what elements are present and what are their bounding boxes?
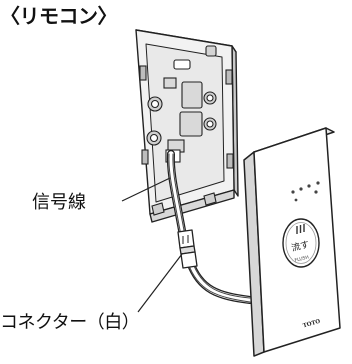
flush-button: [282, 218, 320, 268]
brand-logo: TOTO: [302, 319, 321, 330]
signal-wire-label: 信号線: [32, 192, 86, 213]
flush-level-icon: [296, 224, 305, 234]
indicator-lights: [291, 181, 320, 202]
leader-lines: [121, 177, 183, 313]
mounting-plate-features: [139, 45, 234, 216]
connector-label: コネクター（白）: [0, 312, 140, 333]
flush-english-label: FLUSH: [294, 254, 309, 263]
signal-cable: [166, 150, 254, 304]
connector-leader: [137, 253, 183, 313]
connector: [177, 229, 198, 269]
diagram-title: 〈リモコン〉: [0, 4, 118, 28]
signal-wire-leader: [121, 177, 171, 202]
